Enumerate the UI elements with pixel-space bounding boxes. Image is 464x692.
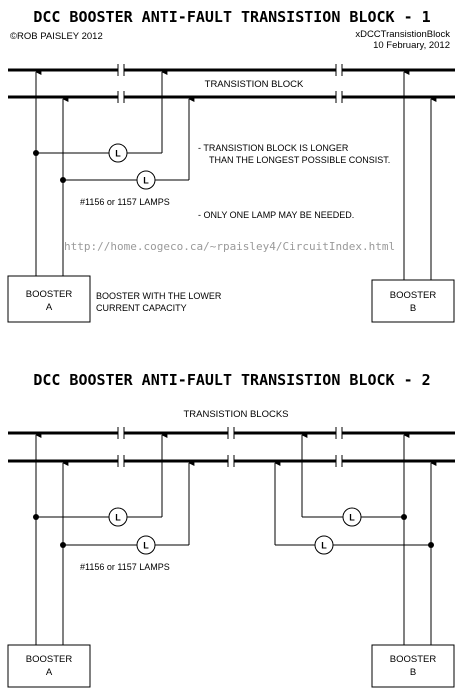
junction-dot — [60, 177, 66, 183]
booster-b-box-1: BOOSTER B — [372, 280, 454, 322]
lamp-3: L — [109, 508, 127, 526]
junction-dot — [401, 514, 407, 520]
rail-top-1 — [8, 64, 455, 76]
junction-dot — [33, 514, 39, 520]
svg-text:BOOSTER: BOOSTER — [390, 654, 437, 665]
lamp-6: L — [315, 536, 333, 554]
junction-dot — [60, 542, 66, 548]
lamp-4: L — [137, 536, 155, 554]
svg-text:L: L — [115, 149, 121, 159]
transistion-block-label: TRANSISTION BLOCK — [205, 79, 304, 90]
svg-text:BOOSTER: BOOSTER — [390, 290, 437, 301]
booster-note-2: CURRENT CAPACITY — [96, 303, 187, 313]
svg-text:A: A — [46, 667, 53, 678]
diagram-1: DCC BOOSTER ANTI-FAULT TRANSISTION BLOCK… — [8, 8, 455, 322]
svg-text:B: B — [410, 667, 416, 678]
copyright: ©ROB PAISLEY 2012 — [10, 31, 103, 42]
booster-note-1: BOOSTER WITH THE LOWER — [96, 291, 222, 301]
rail-bottom-1 — [8, 91, 455, 103]
lamps-label-1: #1156 or 1157 LAMPS — [80, 197, 170, 207]
note-block-1: - TRANSISTION BLOCK IS LONGER — [198, 143, 349, 153]
date: 10 February, 2012 — [373, 40, 450, 51]
booster-a-box-2: BOOSTER A — [8, 645, 90, 687]
file-id: xDCCTransistionBlock — [355, 29, 450, 40]
svg-text:A: A — [46, 302, 53, 313]
note-block-2: THAN THE LONGEST POSSIBLE CONSIST. — [209, 155, 390, 165]
booster-b-box-2: BOOSTER B — [372, 645, 454, 687]
lamp-5: L — [343, 508, 361, 526]
booster-a-box-1: BOOSTER A — [8, 276, 90, 322]
lamps-label-2: #1156 or 1157 LAMPS — [80, 562, 170, 572]
svg-text:L: L — [321, 541, 327, 551]
svg-text:L: L — [143, 176, 149, 186]
url-watermark: http://home.cogeco.ca/~rpaisley4/Circuit… — [64, 240, 395, 253]
svg-text:BOOSTER: BOOSTER — [26, 289, 73, 300]
svg-text:L: L — [349, 513, 355, 523]
junction-dot — [33, 150, 39, 156]
rail-bottom-2 — [8, 455, 455, 467]
svg-text:BOOSTER: BOOSTER — [26, 654, 73, 665]
svg-text:L: L — [143, 541, 149, 551]
diagram-2-title: DCC BOOSTER ANTI-FAULT TRANSISTION BLOCK… — [33, 371, 430, 389]
rail-top-2 — [8, 427, 455, 439]
junction-dot — [428, 542, 434, 548]
note-lamp: - ONLY ONE LAMP MAY BE NEEDED. — [198, 210, 354, 220]
svg-text:L: L — [115, 513, 121, 523]
lamp-2: L — [137, 171, 155, 189]
diagram-1-title: DCC BOOSTER ANTI-FAULT TRANSISTION BLOCK… — [33, 8, 430, 26]
diagram-2: DCC BOOSTER ANTI-FAULT TRANSISTION BLOCK… — [8, 371, 455, 687]
lamp-1: L — [109, 144, 127, 162]
transistion-blocks-label: TRANSISTION BLOCKS — [183, 409, 288, 420]
svg-text:B: B — [410, 303, 416, 314]
